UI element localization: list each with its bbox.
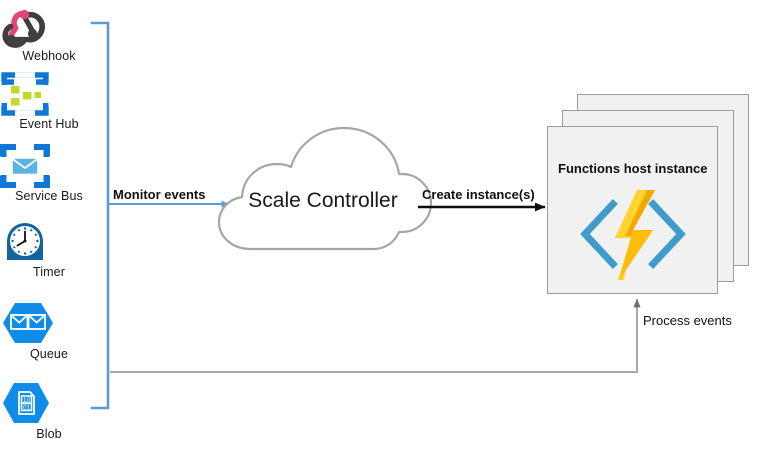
- monitor-events-label: Monitor events: [113, 187, 206, 202]
- create-instances-label: Create instance(s): [422, 187, 535, 202]
- trigger-label: Queue: [29, 347, 69, 361]
- azure-functions-logo: [575, 186, 691, 282]
- queue-icon: [0, 300, 98, 346]
- functions-host-instance-front[interactable]: [547, 126, 718, 294]
- timer-icon: [0, 218, 98, 264]
- trigger-item-queue[interactable]: Queue: [0, 300, 98, 361]
- scale-controller-label: Scale Controller: [248, 189, 398, 212]
- event-hub-icon: [0, 72, 98, 116]
- trigger-item-blob[interactable]: 10 01 Blob: [0, 380, 98, 441]
- svg-text:10: 10: [23, 397, 31, 404]
- trigger-label: Webhook: [22, 49, 76, 63]
- svg-text:01: 01: [23, 404, 31, 411]
- webhook-icon: [0, 4, 98, 48]
- trigger-label: Service Bus: [15, 189, 83, 203]
- trigger-label: Blob: [36, 427, 62, 441]
- trigger-label: Timer: [33, 265, 65, 279]
- blob-icon: 10 01: [0, 380, 98, 426]
- service-bus-icon: [0, 144, 98, 188]
- functions-host-instance-title: Functions host instance: [558, 161, 708, 176]
- trigger-item-service-bus[interactable]: Service Bus: [0, 144, 98, 203]
- trigger-item-timer[interactable]: Timer: [0, 218, 98, 279]
- process-events-label: Process events: [643, 313, 732, 328]
- process-events-arrow: [110, 298, 641, 373]
- trigger-item-event-hub[interactable]: Event Hub: [0, 72, 98, 131]
- trigger-item-webhook[interactable]: Webhook: [0, 4, 98, 63]
- trigger-label: Event Hub: [19, 117, 79, 131]
